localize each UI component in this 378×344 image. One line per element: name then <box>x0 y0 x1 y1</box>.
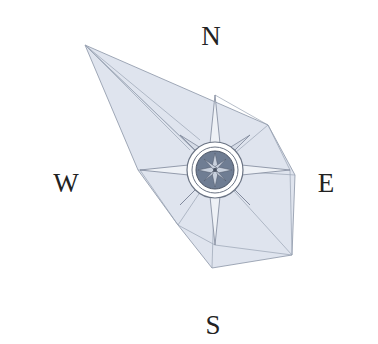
west-label: W <box>53 170 78 197</box>
east-label: E <box>318 170 335 197</box>
south-label: S <box>205 312 220 339</box>
north-label: N <box>201 23 221 50</box>
